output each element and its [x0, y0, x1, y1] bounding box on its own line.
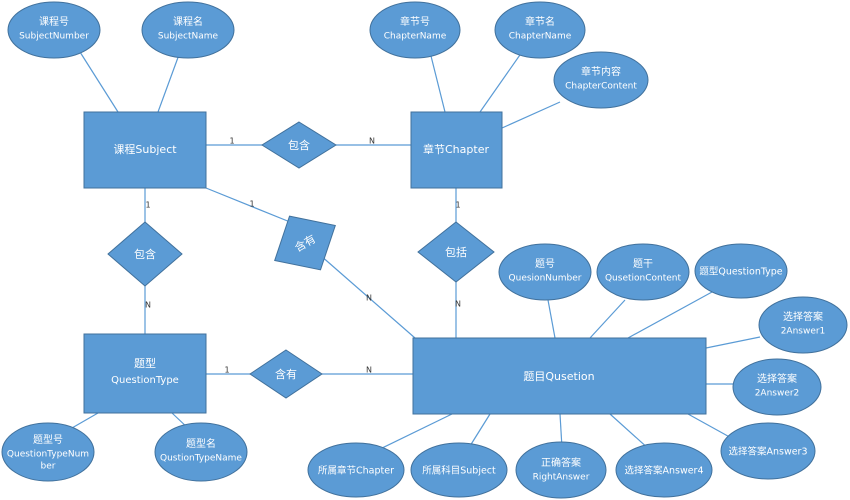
entity-subject: 课程Subject: [83, 111, 207, 189]
line-chapterno-chapter: [429, 51, 446, 113]
attr-question-content-zh: 题干: [633, 258, 653, 270]
attr-subject-name-en: SubjectName: [158, 32, 219, 42]
attr-belong-subject: 所属科目Subject: [422, 465, 496, 477]
attr-question-type: 题型QuestionType: [699, 267, 782, 278]
attr-answer1-en: 2Answer1: [781, 327, 826, 337]
attribute-belong-chapter: 所属章节Chapter: [307, 442, 405, 498]
attribute-chapter-number: 章节号 ChapterName: [369, 1, 461, 59]
card-qtype-question-1: 1: [224, 366, 229, 375]
relationship-subject-questiontype: 包含: [107, 221, 183, 287]
attr-type-number-en-cont: ber: [41, 462, 56, 472]
attribute-right-answer: 正确答案 RightAnswer: [515, 441, 607, 499]
line-qnumber-question: [547, 299, 556, 339]
attribute-answer3: 选择答案Answer3: [720, 422, 816, 480]
attribute-subject-number: 课程号 SubjectNumber: [7, 1, 101, 59]
attr-answer4: 选择答案Answer4: [624, 465, 703, 477]
attr-answer3: 选择答案Answer3: [728, 446, 807, 458]
attr-subject-number-zh: 课程号: [39, 16, 69, 28]
card-chapter-question-n: N: [455, 300, 461, 309]
attr-answer2-en: 2Answer2: [755, 389, 800, 399]
attr-question-content-en: QusetionContent: [605, 274, 682, 284]
relationship-questiontype-question-label: 含有: [275, 367, 297, 381]
line-chaptercontent-chapter: [501, 101, 561, 129]
relationship-chapter-question: 包括: [417, 221, 495, 283]
relationship-questiontype-question: 含有: [249, 349, 323, 399]
attr-chapter-number-en: ChapterName: [384, 32, 447, 42]
relationship-chapter-question-label: 包括: [445, 245, 467, 259]
line-answer3-question: [687, 413, 736, 441]
attr-chapter-content-zh: 章节内容: [581, 65, 621, 78]
line-subject-rel3: [205, 187, 296, 225]
attr-answer2-zh: 选择答案: [757, 372, 797, 385]
card-subject-question-1: 1: [249, 200, 254, 209]
line-subjectname-subject: [157, 51, 181, 113]
attribute-chapter-content: 章节内容 ChapterContent: [553, 51, 649, 109]
attr-right-answer-en: RightAnswer: [533, 473, 590, 483]
cardinalities: 1 N 1 N 1 N 1 N 1 N: [145, 137, 461, 375]
attribute-type-number: 题型号 QuestionTypeNum ber: [1, 422, 95, 482]
relationship-subject-questiontype-label: 包含: [134, 247, 156, 261]
attr-type-name-zh: 题型名: [186, 437, 216, 450]
relationship-subject-chapter: 包含: [261, 121, 337, 169]
attr-type-number-zh: 题型号: [33, 433, 63, 446]
line-rel3-question: [319, 254, 416, 339]
relationship-subject-question: 含有: [274, 215, 336, 271]
attribute-answer4: 选择答案Answer4: [615, 442, 713, 498]
attr-subject-name-zh: 课程名: [173, 15, 203, 28]
card-subject-qtype-n: N: [145, 301, 151, 310]
line-chaptername-chapter: [479, 51, 523, 113]
attr-type-name-en: QustionTypeName: [160, 454, 242, 464]
attr-answer1-zh: 选择答案: [783, 310, 823, 323]
entity-questiontype-label-en: QuestionType: [111, 375, 179, 386]
entity-chapter-label: 章节Chapter: [423, 142, 489, 156]
entity-questiontype: 题型 QuestionType: [83, 333, 207, 414]
attribute-chapter-name: 章节名 ChapterName: [494, 1, 586, 59]
attribute-question-type: 题型QuestionType: [694, 243, 788, 299]
line-answer1-question: [705, 336, 761, 349]
attribute-question-content: 题干 QusetionContent: [596, 243, 690, 301]
line-subjectnumber-subject: [79, 51, 119, 113]
attribute-answer1: 选择答案 2Answer1: [758, 296, 848, 354]
line-answer4-question: [609, 413, 651, 451]
attr-chapter-number-zh: 章节号: [400, 15, 430, 28]
attr-right-answer-zh: 正确答案: [541, 456, 581, 469]
card-subject-qtype-1: 1: [145, 201, 150, 210]
card-subject-question-n: N: [366, 294, 372, 303]
attribute-question-number: 题号 QuesionNumber: [498, 243, 592, 301]
attr-chapter-name-en: ChapterName: [509, 32, 572, 42]
attribute-subject-name: 课程名 SubjectName: [141, 1, 235, 59]
attr-type-number-en: QuestionTypeNum: [7, 450, 89, 460]
attr-question-number-zh: 题号: [535, 258, 555, 270]
card-chapter-question-1: 1: [455, 201, 460, 210]
attribute-type-name: 题型名 QustionTypeName: [154, 422, 248, 482]
attr-question-number-en: QuesionNumber: [509, 274, 582, 284]
entity-question: 题目Qusetion: [412, 337, 707, 415]
entity-question-label: 题目Qusetion: [523, 370, 594, 383]
attribute-belong-subject: 所属科目Subject: [410, 442, 508, 498]
line-belongchapter-question: [377, 413, 453, 451]
line-qcontent-question: [589, 299, 626, 339]
card-subject-chapter-n: N: [369, 137, 375, 146]
attribute-answer2: 选择答案 2Answer2: [732, 358, 822, 416]
attr-chapter-content-en: ChapterContent: [565, 82, 637, 92]
card-subject-chapter-1: 1: [229, 137, 234, 146]
attr-subject-number-en: SubjectNumber: [19, 32, 89, 42]
entity-chapter: 章节Chapter: [410, 111, 503, 189]
line-qtype-question: [627, 291, 713, 339]
relationship-subject-chapter-label: 包含: [288, 138, 310, 152]
entity-subject-label: 课程Subject: [113, 143, 177, 156]
attr-belong-chapter: 所属章节Chapter: [318, 465, 394, 477]
entity-questiontype-label-zh: 题型: [134, 356, 156, 370]
attr-chapter-name-zh: 章节名: [525, 15, 555, 28]
line-belongsubject-question: [469, 413, 491, 447]
connectors: [64, 51, 761, 451]
card-qtype-question-n: N: [366, 366, 372, 375]
